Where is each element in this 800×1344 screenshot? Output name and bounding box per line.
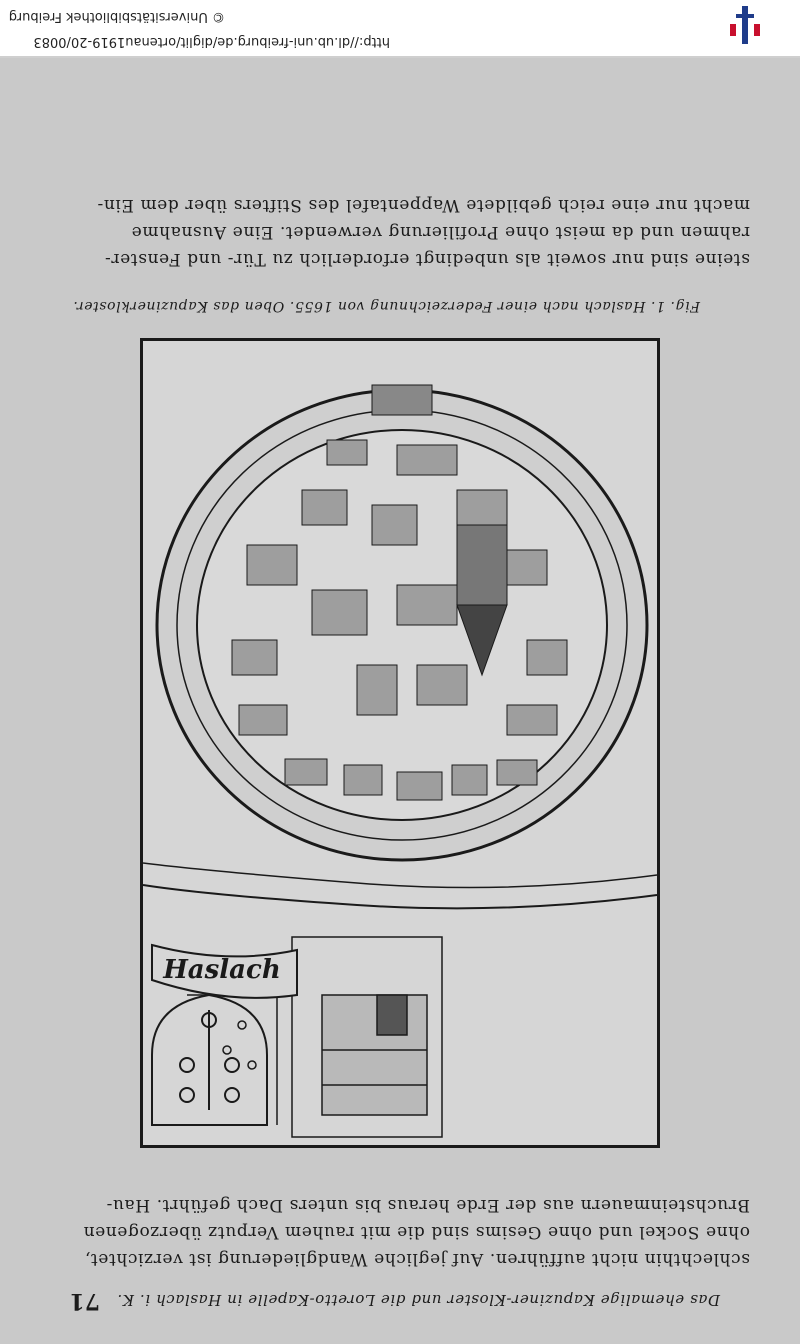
town-map-drawing [143,384,657,1138]
coat-of-arms-drawing [151,943,298,1126]
body-line: ohne Sockel und ohne Gesims sind die mit… [83,1222,750,1242]
page-number: 71 [69,1288,100,1314]
body-line: schlechthin nicht aufführen. Auf jeglich… [84,1249,750,1269]
monastery-drawing [187,936,443,1138]
running-title: Das ehemalige Kapuziner-Kloster und die … [116,1291,720,1309]
book-page: Das ehemalige Kapuziner-Kloster und die … [0,58,800,1344]
map-label: Haslach [163,955,281,985]
figure-caption: Fig. 1. Haslach nach einer Federzeichnun… [72,298,700,314]
source-url[interactable]: http://dl.ub.uni-freiburg.de/diglit/orte… [33,34,390,49]
copyright-notice: © Universitätsbibliothek Freiburg [8,9,225,24]
body-line: Bruchsteinmauern aus der Erde heraus bis… [106,1195,750,1215]
body-line: rahmen und da meist ohne Profilierung ve… [131,222,750,242]
university-library-logo [726,6,764,44]
body-line: macht nur eine reich gebildete Wappentaf… [96,195,750,215]
town-houses [231,439,568,801]
town-map-figure: Haslach [140,338,660,1148]
body-line: steine sind nur soweit als unbedingt erf… [104,249,750,269]
